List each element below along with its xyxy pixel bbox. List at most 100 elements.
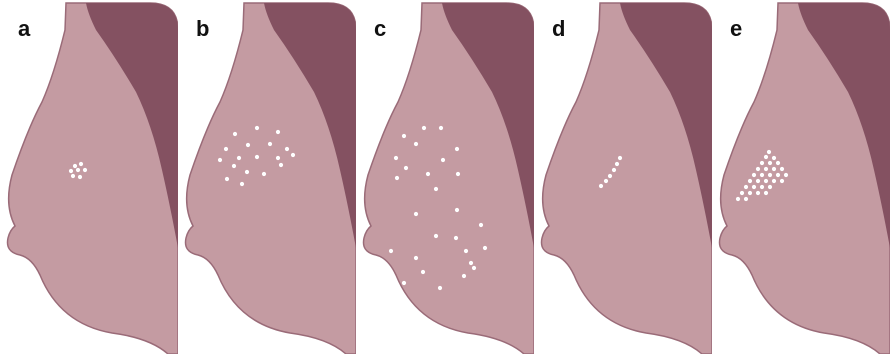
calcification-dot xyxy=(71,174,75,178)
calcification-dot xyxy=(764,191,768,195)
calcification-dot xyxy=(479,223,483,227)
breast-diagram-d xyxy=(534,0,712,354)
calcification-dot xyxy=(262,172,266,176)
calcification-dot xyxy=(784,173,788,177)
breast-diagram-c xyxy=(356,0,534,354)
calcification-dot xyxy=(454,236,458,240)
calcification-dot xyxy=(740,191,744,195)
panel-b: b xyxy=(178,0,356,354)
calcification-dot xyxy=(414,142,418,146)
calcification-dot xyxy=(279,163,283,167)
calcification-dot xyxy=(780,179,784,183)
calcification-dot xyxy=(291,153,295,157)
panel-c: c xyxy=(356,0,534,354)
calcification-dot xyxy=(268,142,272,146)
panel-label: b xyxy=(196,16,209,42)
calcification-dot xyxy=(276,130,280,134)
panel-label: d xyxy=(552,16,565,42)
calcification-dot xyxy=(615,162,619,166)
calcification-dot xyxy=(240,182,244,186)
calcification-dot xyxy=(434,234,438,238)
calcification-dot xyxy=(255,155,259,159)
calcification-dot xyxy=(414,212,418,216)
calcification-dot xyxy=(73,164,77,168)
breast-diagram-b xyxy=(178,0,356,354)
calcification-dot xyxy=(246,143,250,147)
calcification-dot xyxy=(224,147,228,151)
calcification-dot xyxy=(464,249,468,253)
calcification-dot xyxy=(599,184,603,188)
panel-label: a xyxy=(18,16,30,42)
calcification-dot xyxy=(421,270,425,274)
panel-label: c xyxy=(374,16,386,42)
calcification-dot xyxy=(768,185,772,189)
calcification-dot xyxy=(395,176,399,180)
calcification-dot xyxy=(780,167,784,171)
calcification-dot xyxy=(756,167,760,171)
calcification-dot xyxy=(441,158,445,162)
panel-d: d xyxy=(534,0,712,354)
calcification-dot xyxy=(768,161,772,165)
calcification-dot xyxy=(422,126,426,130)
calcification-dot xyxy=(618,156,622,160)
calcification-dot xyxy=(752,185,756,189)
calcification-dot xyxy=(232,164,236,168)
panel-e: e xyxy=(712,0,890,354)
calcification-dot xyxy=(756,191,760,195)
calcification-dot xyxy=(414,256,418,260)
calcification-dot xyxy=(218,158,222,162)
calcification-dot xyxy=(764,167,768,171)
calcification-dot xyxy=(756,179,760,183)
calcification-dot xyxy=(455,208,459,212)
calcification-dot xyxy=(768,173,772,177)
calcification-dot xyxy=(483,246,487,250)
calcification-dot xyxy=(472,266,476,270)
panel-label: e xyxy=(730,16,742,42)
calcification-dot xyxy=(772,167,776,171)
calcification-dot xyxy=(402,281,406,285)
calcification-dot xyxy=(462,274,466,278)
calcification-dot xyxy=(233,132,237,136)
calcification-dot xyxy=(255,126,259,130)
calcification-dot xyxy=(744,197,748,201)
calcification-dot xyxy=(736,197,740,201)
calcification-dot xyxy=(276,156,280,160)
calcification-dot xyxy=(608,174,612,178)
calcification-dot xyxy=(402,134,406,138)
calcification-dot xyxy=(772,179,776,183)
calcification-dot xyxy=(744,185,748,189)
calcification-dot xyxy=(748,179,752,183)
calcification-dot xyxy=(604,179,608,183)
calcification-dot xyxy=(748,191,752,195)
calcification-dot xyxy=(760,173,764,177)
calcification-dot xyxy=(439,126,443,130)
calcification-dot xyxy=(245,170,249,174)
calcification-dot xyxy=(69,169,73,173)
calcification-dot xyxy=(79,162,83,166)
calcification-dot xyxy=(78,175,82,179)
calcification-dot xyxy=(438,286,442,290)
calcification-dot xyxy=(237,156,241,160)
calcification-dot xyxy=(83,168,87,172)
calcification-dot xyxy=(225,177,229,181)
breast-diagram-e xyxy=(712,0,890,354)
calcification-dot xyxy=(764,179,768,183)
calcification-dot xyxy=(434,187,438,191)
calcification-dot xyxy=(767,150,771,154)
calcification-dot xyxy=(426,172,430,176)
panel-a: a xyxy=(0,0,178,354)
breast-diagram-a xyxy=(0,0,178,354)
calcification-dot xyxy=(760,185,764,189)
calcification-dot xyxy=(772,156,776,160)
calcification-dot xyxy=(285,147,289,151)
calcification-dot xyxy=(404,166,408,170)
calcification-dot xyxy=(612,168,616,172)
calcification-dot xyxy=(456,172,460,176)
calcification-dot xyxy=(389,249,393,253)
calcification-dot xyxy=(76,168,80,172)
calcification-dot xyxy=(776,161,780,165)
calcification-dot xyxy=(760,161,764,165)
calcification-dot xyxy=(764,155,768,159)
calcification-dot xyxy=(776,173,780,177)
calcification-dot xyxy=(752,173,756,177)
